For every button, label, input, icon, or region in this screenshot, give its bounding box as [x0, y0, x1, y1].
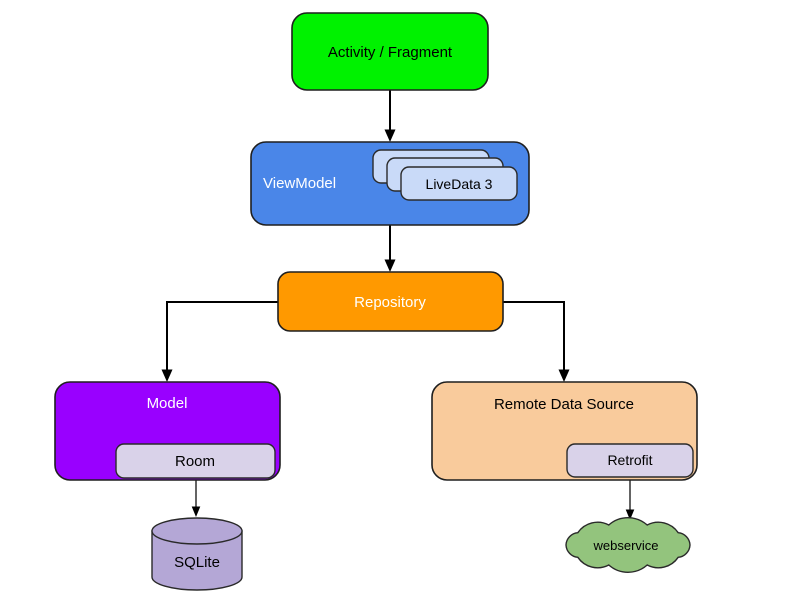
- node-remote-data-source: Remote Data Source Retrofit: [431, 381, 698, 481]
- arrowhead-down-icon: [558, 369, 570, 382]
- livedata-card-stack: LiveData 3: [372, 149, 518, 201]
- arrowhead-down-icon: [191, 506, 201, 517]
- edge-retrofit-to-webservice: [625, 477, 635, 520]
- retrofit-box: [566, 443, 694, 478]
- node-model-label: Model: [147, 395, 188, 412]
- edge-viewmodel-to-repository: [384, 225, 396, 272]
- node-model: Model Room: [54, 381, 281, 481]
- arrowhead-down-icon: [384, 259, 396, 272]
- sqlite-label: SQLite: [174, 554, 220, 571]
- arrowhead-down-icon: [384, 129, 396, 142]
- edge-activity-to-viewmodel: [384, 90, 396, 142]
- node-repository-label: Repository: [354, 294, 426, 311]
- webservice-label: webservice: [592, 538, 658, 553]
- node-webservice-cloud: webservice: [565, 517, 691, 573]
- edge-room-to-sqlite: [191, 478, 201, 517]
- node-viewmodel-label: ViewModel: [263, 175, 336, 192]
- retrofit-label: Retrofit: [607, 452, 652, 468]
- arrowhead-down-icon: [625, 509, 635, 520]
- node-sqlite-database: SQLite: [151, 517, 243, 591]
- node-activity-fragment: Activity / Fragment: [291, 12, 489, 91]
- livedata-label: LiveData 3: [426, 176, 493, 192]
- node-repository: Repository: [277, 271, 504, 332]
- node-remote-data-source-label: Remote Data Source: [494, 396, 634, 413]
- edge-repository-to-remote: [503, 301, 570, 382]
- cloud-shape: [565, 517, 691, 573]
- arrowhead-down-icon: [161, 369, 173, 382]
- node-activity-fragment-label: Activity / Fragment: [328, 44, 453, 61]
- room-label: Room: [175, 453, 215, 470]
- room-box: [115, 443, 276, 479]
- cylinder-body: [151, 530, 243, 591]
- livedata-card-front: [400, 166, 518, 201]
- node-viewmodel: ViewModel LiveData 3: [250, 141, 530, 226]
- cylinder-top: [151, 517, 243, 545]
- edge-repository-to-model: [161, 301, 278, 382]
